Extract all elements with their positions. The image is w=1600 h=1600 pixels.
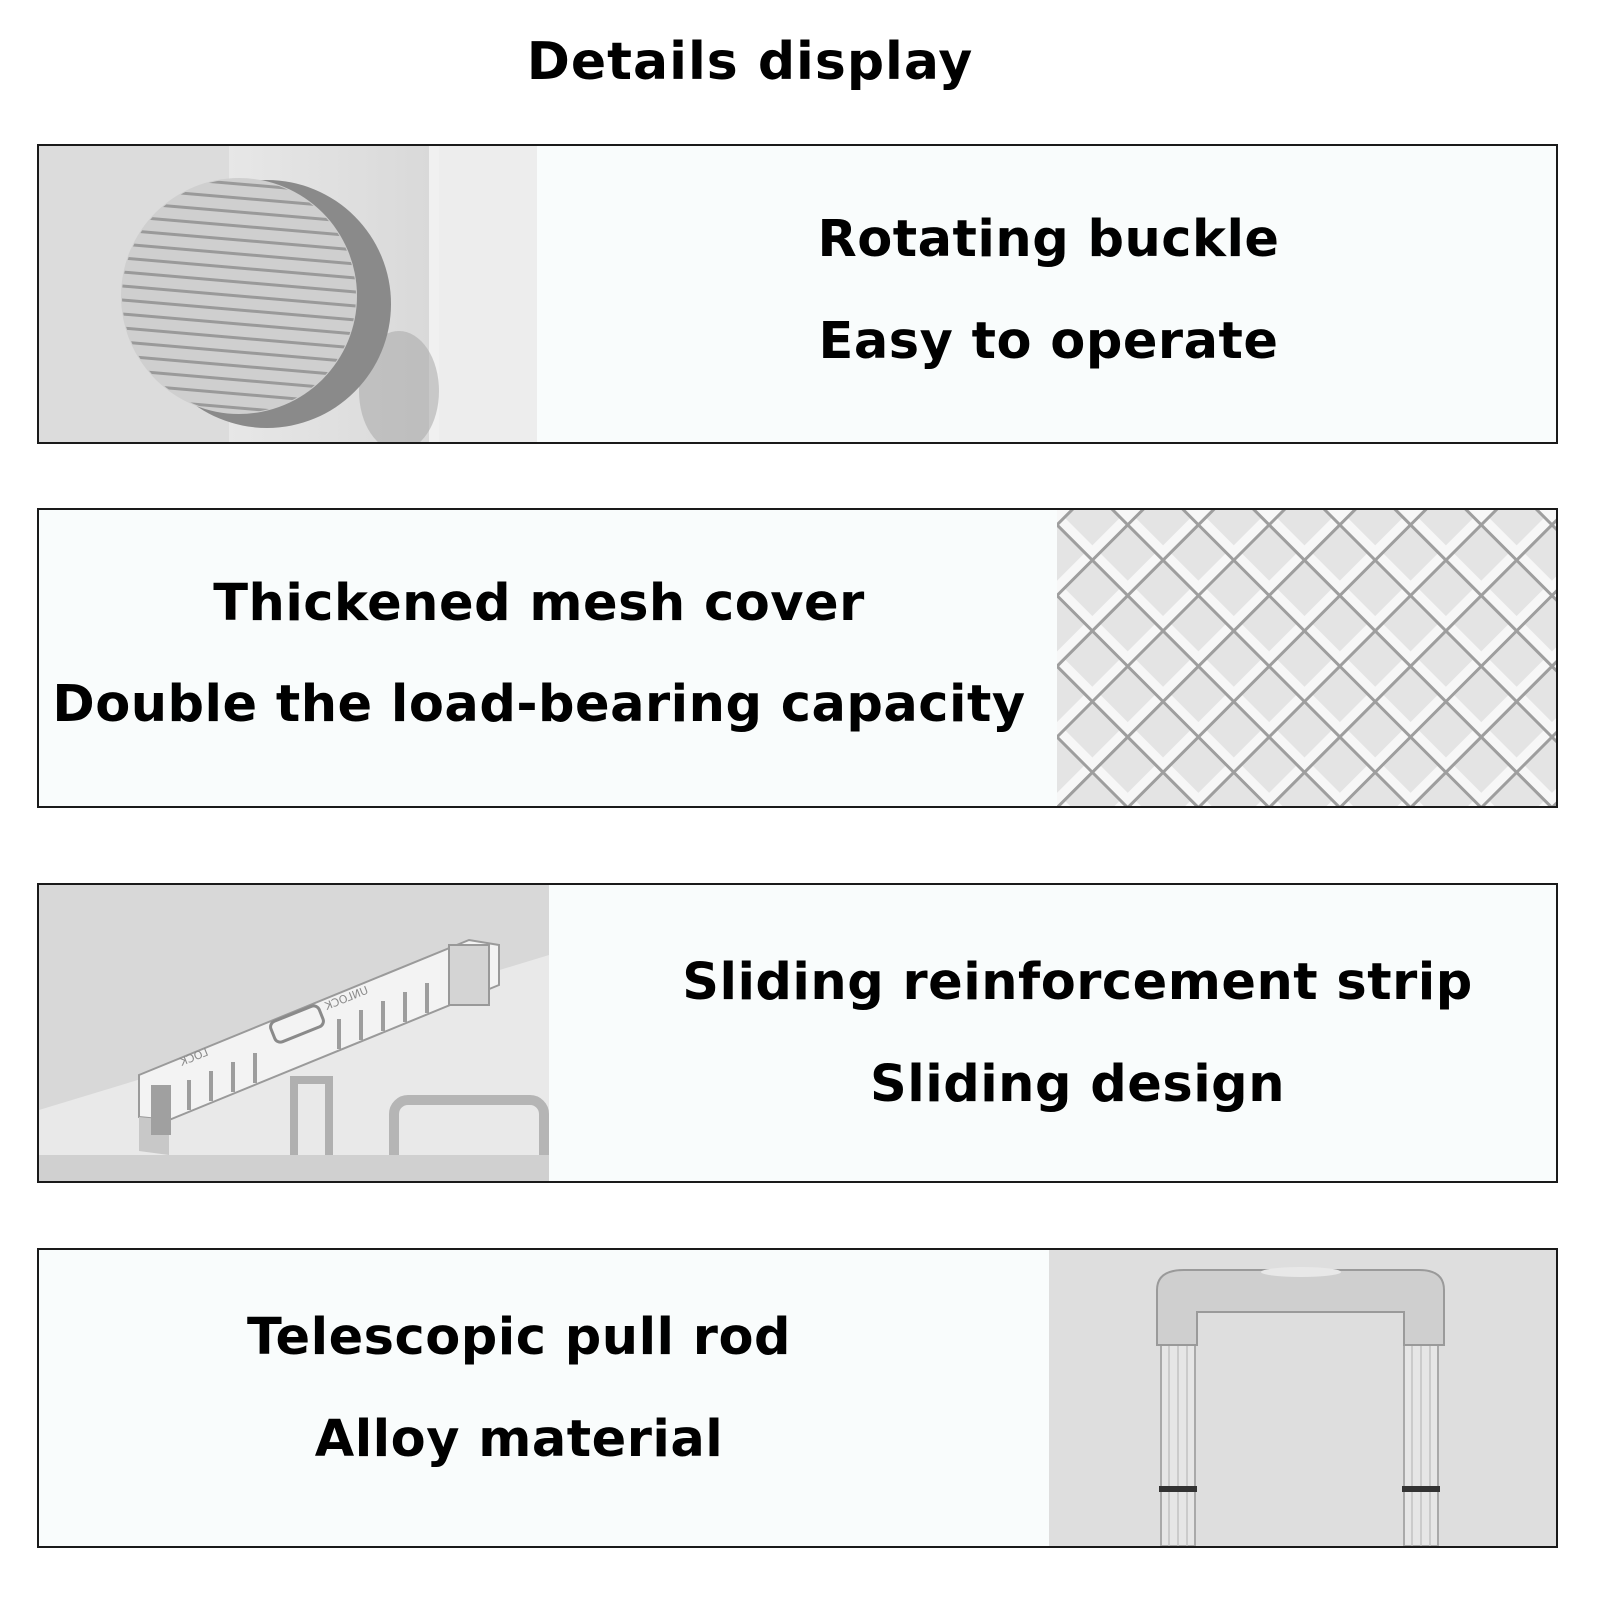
pull-rod-photo	[1049, 1250, 1556, 1546]
feature-subheading: Sliding design	[870, 1055, 1285, 1114]
page-title: Details display	[526, 32, 974, 92]
rotating-buckle-text: Rotating buckle Easy to operate	[541, 146, 1556, 442]
feature-heading: Rotating buckle	[817, 210, 1280, 269]
pull-rod-text: Telescopic pull rod Alloy material	[39, 1250, 999, 1546]
feature-panel-rotating-buckle: Rotating buckle Easy to operate	[37, 144, 1558, 444]
feature-heading: Sliding reinforcement strip	[682, 953, 1473, 1012]
mesh-cover-photo	[1057, 510, 1556, 806]
feature-panel-mesh-cover: Thickened mesh cover Double the load-bea…	[37, 508, 1558, 808]
rotating-buckle-photo	[39, 146, 541, 442]
mesh-cover-text: Thickened mesh cover Double the load-bea…	[39, 510, 1039, 806]
feature-subheading: Easy to operate	[818, 312, 1279, 371]
sliding-strip-text: Sliding reinforcement strip Sliding desi…	[599, 885, 1556, 1181]
feature-heading: Telescopic pull rod	[246, 1308, 791, 1367]
feature-subheading: Alloy material	[314, 1410, 724, 1469]
feature-panel-pull-rod: Telescopic pull rod Alloy material	[37, 1248, 1558, 1548]
feature-heading: Thickened mesh cover	[213, 574, 865, 633]
feature-subheading: Double the load-bearing capacity	[52, 675, 1026, 734]
feature-panel-sliding-strip: LOCK UNLOCK Sliding reinforcement strip …	[37, 883, 1558, 1183]
sliding-strip-photo: LOCK UNLOCK	[39, 885, 549, 1181]
